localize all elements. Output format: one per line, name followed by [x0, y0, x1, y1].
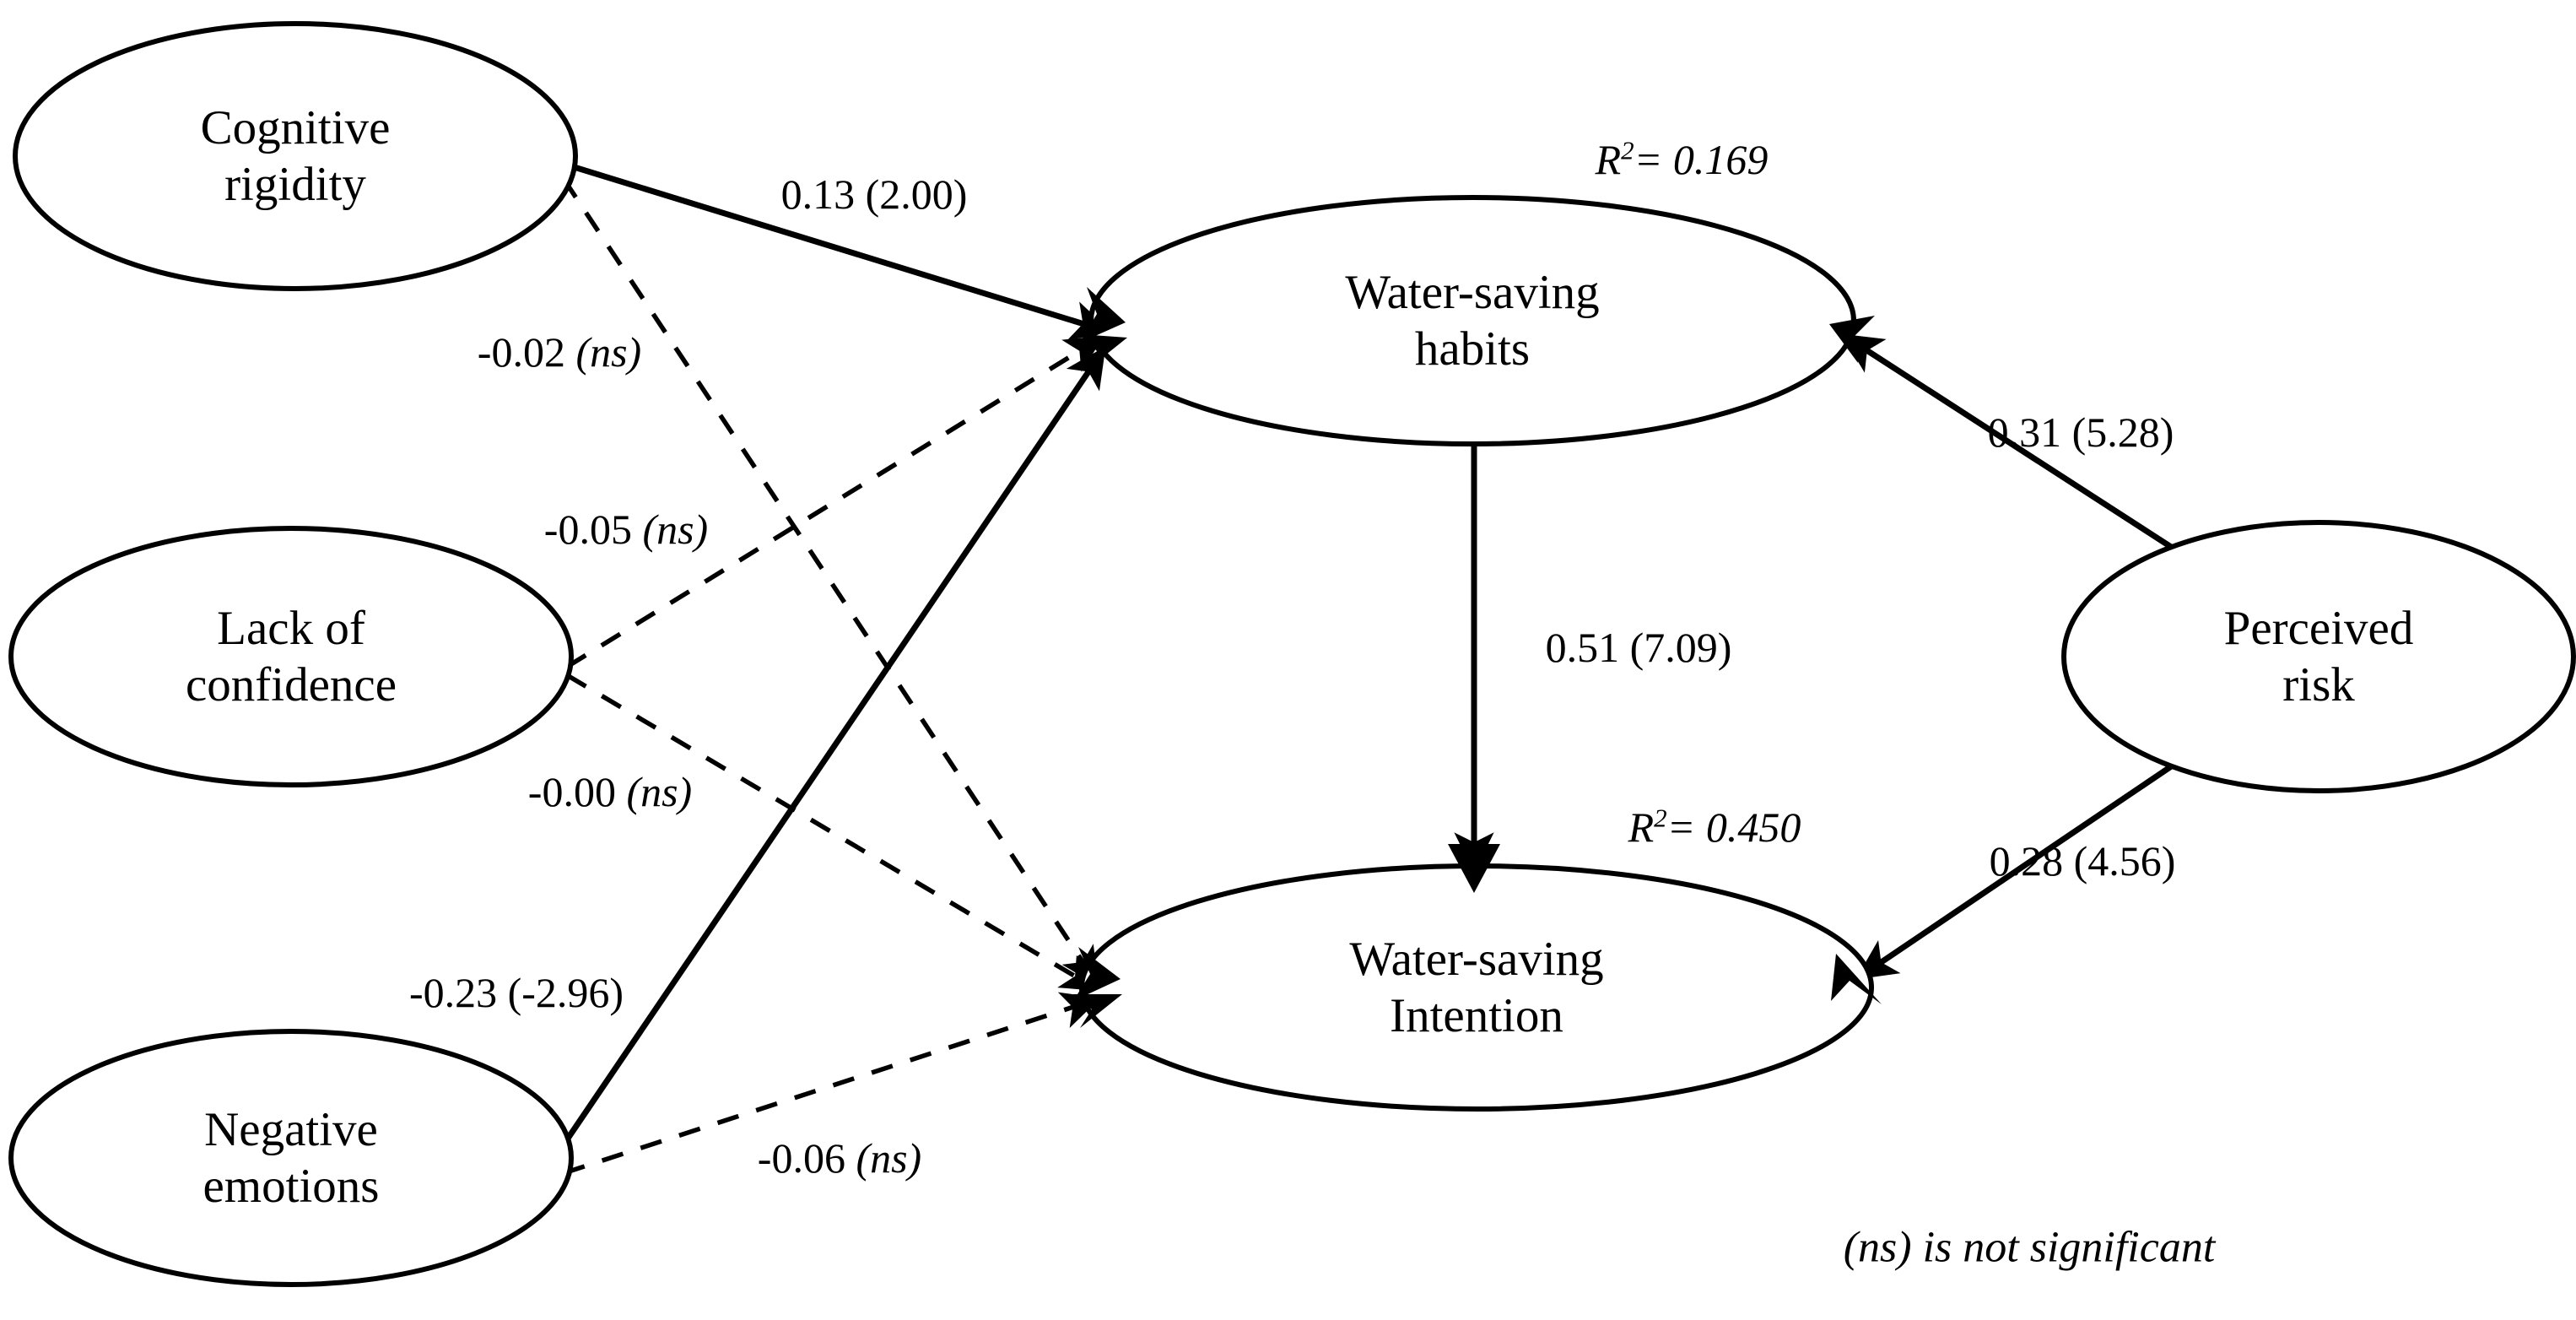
node-cognitive-rigidity[interactable]: [13, 21, 578, 291]
arrow-tip-habits-left-a: [1080, 287, 1126, 343]
edge-label-negative-emotions-to-intention: -0.06 (ns): [758, 1133, 921, 1182]
node-water-saving-intent[interactable]: [1079, 863, 1874, 1112]
edge-statistic: (4.56): [2073, 837, 2176, 885]
edge-statistic: (-2.96): [507, 969, 624, 1016]
r-squared-equals: =: [1634, 136, 1663, 183]
edge-statistic: (2.00): [865, 170, 968, 218]
edge-coefficient: 0.51: [1545, 624, 1620, 671]
edge-label-negative-emotions-to-habits: -0.23 (-2.96): [409, 968, 624, 1017]
node-water-saving-habits[interactable]: [1088, 195, 1856, 446]
edge-statistic: (ns): [856, 1134, 922, 1182]
arrow-tip-intention-right: [1831, 954, 1882, 1004]
r-squared-symbol: R: [1628, 803, 1655, 851]
edge-label-lack-confidence-to-habits: -0.05 (ns): [544, 505, 708, 554]
edge-statistic: (ns): [642, 506, 709, 553]
edge-label-risk-to-habits: 0.31 (5.28): [1988, 408, 2174, 457]
arrow-tip-intention-top: [1448, 844, 1500, 893]
edge-label-lack-confidence-to-intention: -0.00 (ns): [528, 767, 692, 816]
edge-statistic: (ns): [575, 328, 642, 376]
edge-negative-emotions-to-habits: [554, 346, 1106, 1156]
edge-risk-to-intention: [1855, 749, 2195, 980]
edge-coefficient: -0.00: [527, 768, 616, 815]
node-perceived-risk[interactable]: [2061, 520, 2576, 793]
edge-cognitive-rigidity-to-habits: [567, 162, 1113, 340]
r-squared-intention: R2= 0.450: [1628, 803, 1801, 852]
arrow-tip-habits-left-b: [1080, 334, 1127, 371]
r-squared-symbol: R: [1595, 136, 1622, 183]
edge-statistic: (7.09): [1629, 624, 1732, 671]
legend-note: (ns) is not significant: [1843, 1223, 2216, 1272]
edge-coefficient: 0.31: [1987, 408, 2062, 456]
r-squared-equals: =: [1666, 803, 1696, 851]
r-squared-value: 0.169: [1672, 136, 1769, 183]
arrow-tip-intention-left-a: [1073, 947, 1121, 1001]
r-squared-exponent: 2: [1621, 135, 1634, 165]
edge-statistic: (5.28): [2071, 408, 2174, 456]
edge-statistic: (ns): [626, 768, 693, 815]
edge-coefficient: -0.23: [408, 969, 498, 1016]
edge-label-risk-to-intention: 0.28 (4.56): [1990, 836, 2176, 885]
edge-negative-emotions-to-intention: [563, 992, 1100, 1176]
node-lack-of-confidence[interactable]: [8, 526, 574, 787]
edge-risk-to-habits: [1841, 333, 2199, 566]
edge-coefficient: -0.02: [477, 328, 565, 376]
edge-coefficient: -0.06: [757, 1134, 845, 1182]
edge-lack-confidence-to-habits: [565, 335, 1104, 669]
r-squared-value: 0.450: [1705, 803, 1801, 851]
edge-coefficient: -0.05: [543, 506, 632, 553]
edge-label-cognitive-rigidity-to-habits: 0.13 (2.00): [781, 170, 968, 219]
edge-label-cognitive-rigidity-to-intention: -0.02 (ns): [478, 327, 641, 376]
edge-cognitive-rigidity-to-intention: [561, 177, 1099, 987]
r-squared-habits: R2= 0.169: [1596, 135, 1769, 184]
node-negative-emotions[interactable]: [8, 1029, 574, 1287]
arrow-tip-intention-left-b: [1073, 994, 1122, 1028]
edge-label-habits-to-intention: 0.51 (7.09): [1546, 623, 1732, 672]
arrow-tip-habits-right: [1829, 316, 1875, 363]
r-squared-exponent: 2: [1654, 803, 1667, 833]
edge-lack-confidence-to-intention: [565, 673, 1100, 992]
edge-coefficient: 0.13: [780, 170, 856, 218]
edge-coefficient: 0.28: [1989, 837, 2064, 885]
